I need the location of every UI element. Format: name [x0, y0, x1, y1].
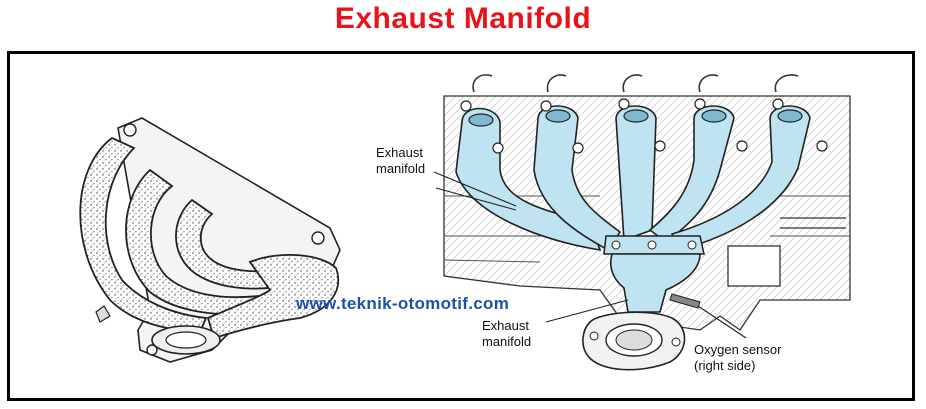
label-line: Exhaust	[376, 145, 423, 160]
label-line: manifold	[482, 334, 532, 349]
label-line: Exhaust	[482, 318, 529, 333]
engine-illustration-right	[433, 74, 851, 371]
website-watermark: www.teknik-otomotif.com	[296, 294, 510, 313]
page-title: Exhaust Manifold	[334, 2, 592, 35]
label-exhaust-manifold-bottom: Exhaust manifold	[482, 318, 531, 350]
label-line: Oxygen sensor	[694, 342, 782, 357]
manifold-illustration-left	[79, 117, 341, 363]
label-line: (right side)	[694, 358, 756, 373]
label-oxygen-sensor: Oxygen sensor (right side)	[694, 342, 781, 374]
label-exhaust-manifold-top: Exhaust manifold	[376, 145, 425, 177]
label-line: manifold	[376, 161, 426, 176]
